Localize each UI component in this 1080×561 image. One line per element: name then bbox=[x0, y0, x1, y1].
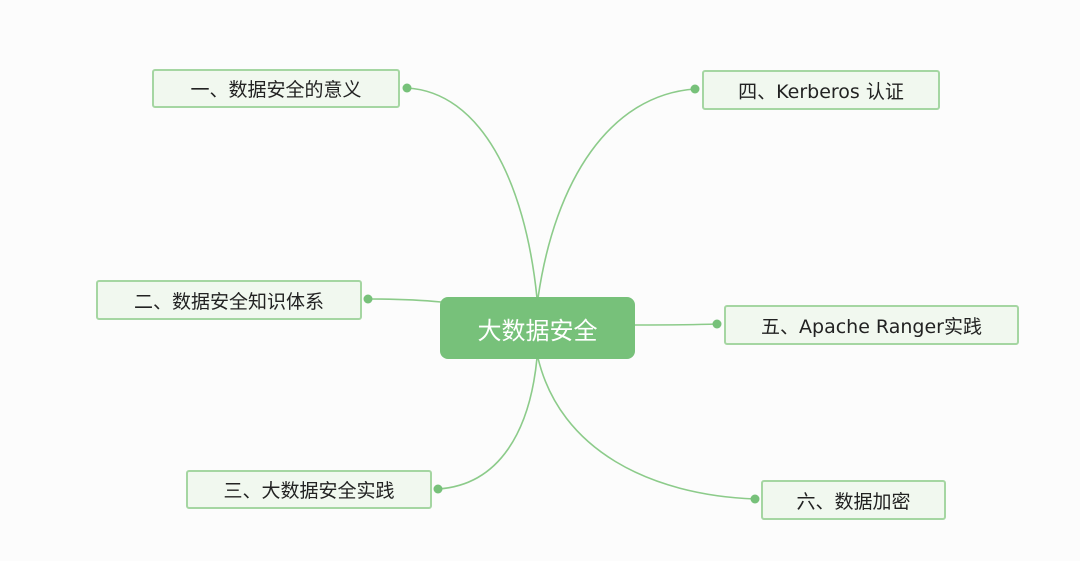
topic-label: 五、Apache Ranger实践 bbox=[761, 315, 982, 338]
connector-line bbox=[437, 357, 538, 490]
connector-dot bbox=[363, 294, 373, 304]
connector-dot bbox=[433, 484, 443, 494]
topic-node-bigdata-practice[interactable]: 三、大数据安全实践 bbox=[186, 470, 432, 509]
topic-label: 四、Kerberos 认证 bbox=[738, 80, 904, 103]
connector-line bbox=[537, 357, 756, 500]
topic-node-knowledge-system[interactable]: 二、数据安全知识体系 bbox=[96, 280, 362, 320]
topic-label: 六、数据加密 bbox=[796, 490, 911, 513]
topic-node-significance[interactable]: 一、数据安全的意义 bbox=[152, 69, 400, 108]
connector-dot bbox=[712, 319, 722, 329]
connector-line bbox=[633, 323, 718, 326]
topic-node-kerberos[interactable]: 四、Kerberos 认证 bbox=[702, 70, 940, 110]
connector-line bbox=[406, 87, 538, 299]
topic-node-encryption[interactable]: 六、数据加密 bbox=[761, 480, 946, 520]
connector-dot bbox=[402, 83, 412, 93]
connector-dot bbox=[690, 84, 700, 94]
connector-dot bbox=[750, 494, 760, 504]
connector-line bbox=[537, 88, 696, 299]
topic-label: 三、大数据安全实践 bbox=[223, 480, 395, 502]
topic-node-apache-ranger[interactable]: 五、Apache Ranger实践 bbox=[724, 305, 1019, 345]
central-topic-node[interactable]: 大数据安全 bbox=[440, 297, 635, 359]
topic-label: 二、数据安全知识体系 bbox=[133, 290, 324, 313]
central-topic-label: 大数据安全 bbox=[477, 316, 598, 345]
connector-line bbox=[367, 298, 442, 303]
topic-label: 一、数据安全的意义 bbox=[190, 79, 362, 101]
